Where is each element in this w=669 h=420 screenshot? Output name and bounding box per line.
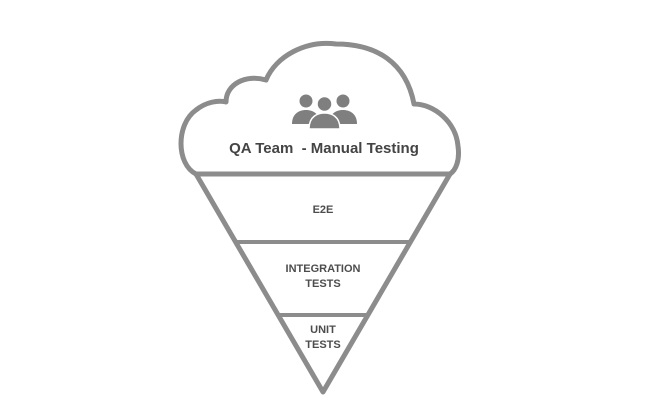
unit-layer-label-line1: UNIT (310, 324, 336, 336)
integration-layer-label-line1: INTEGRATION (286, 263, 361, 275)
users-group-icon (292, 94, 357, 130)
qa-team-label: QA Team - Manual Testing (229, 140, 419, 157)
integration-layer-label-line2: TESTS (305, 278, 340, 290)
e2e-layer-label: E2E (313, 204, 334, 216)
unit-layer-label-line2: TESTS (305, 339, 340, 351)
